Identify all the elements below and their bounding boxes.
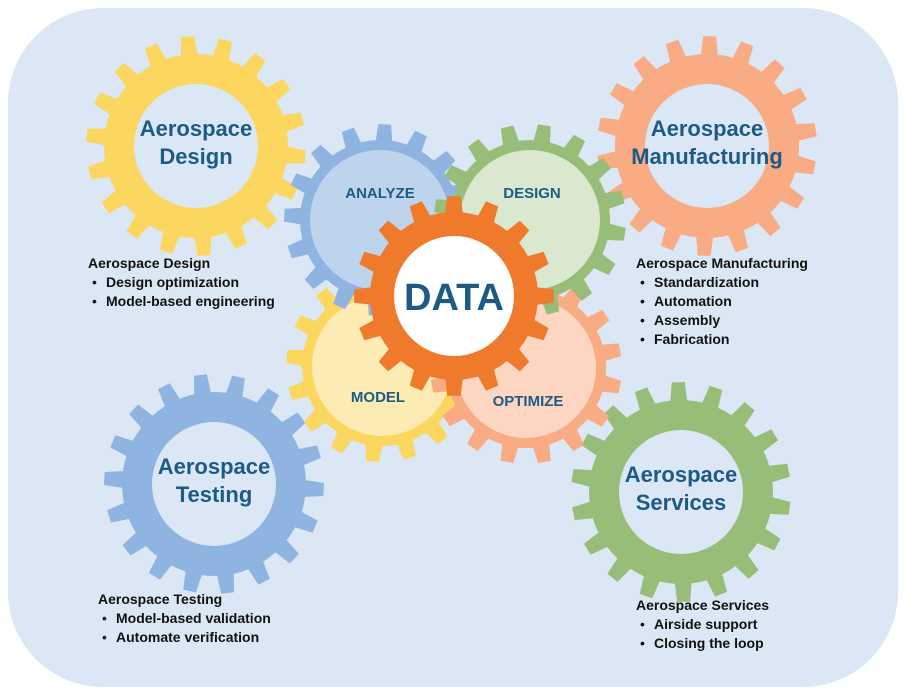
aerospace-manufacturing-note-list: Standardization Automation Assembly Fabr… — [636, 273, 808, 349]
aerospace-testing-title-line1: Aerospace — [158, 454, 271, 479]
aerospace-manufacturing-title-line2: Manufacturing — [631, 144, 783, 169]
aerospace-services-note-list: Airside support Closing the loop — [636, 615, 769, 653]
aerospace-design-note: Aerospace Design Design optimization Mod… — [88, 254, 275, 311]
aerospace-design-gear — [86, 36, 306, 256]
list-item: Model-based validation — [98, 609, 271, 628]
model-label: MODEL — [351, 389, 405, 406]
aerospace-manufacturing-title-line1: Aerospace — [651, 116, 764, 141]
aerospace-testing-note-heading: Aerospace Testing — [98, 591, 223, 607]
aerospace-manufacturing-note: Aerospace Manufacturing Standardization … — [636, 254, 808, 349]
analyze-label: ANALYZE — [345, 185, 414, 202]
aerospace-services-gear — [571, 382, 791, 602]
optimize-label: OPTIMIZE — [493, 393, 564, 410]
aerospace-testing-note: Aerospace Testing Model-based validation… — [98, 590, 271, 647]
aerospace-design-title-line1: Aerospace — [140, 116, 253, 141]
list-item: Model-based engineering — [88, 292, 275, 311]
aerospace-services-note: Aerospace Services Airside support Closi… — [636, 596, 769, 653]
aerospace-testing-note-list: Model-based validation Automate verifica… — [98, 609, 271, 647]
aerospace-design-note-heading: Aerospace Design — [88, 255, 211, 271]
data-core-hub — [394, 236, 514, 356]
list-item: Automate verification — [98, 628, 271, 647]
list-item: Airside support — [636, 615, 769, 634]
list-item: Design optimization — [88, 273, 275, 292]
aerospace-services-note-heading: Aerospace Services — [636, 597, 770, 613]
aerospace-manufacturing-note-heading: Aerospace Manufacturing — [636, 255, 808, 271]
list-item: Standardization — [636, 273, 808, 292]
aerospace-testing-gear — [104, 374, 324, 594]
list-item: Assembly — [636, 311, 808, 330]
aerospace-design-note-list: Design optimization Model-based engineer… — [88, 273, 275, 311]
aerospace-testing-title-line2: Testing — [176, 482, 253, 507]
list-item: Automation — [636, 292, 808, 311]
list-item: Closing the loop — [636, 634, 769, 653]
aerospace-manufacturing-gear — [597, 36, 817, 256]
design-center-label: DESIGN — [503, 185, 561, 202]
data-core-label: DATA — [404, 277, 504, 319]
aerospace-design-title-line2: Design — [159, 144, 232, 169]
list-item: Fabrication — [636, 330, 808, 349]
aerospace-services-title-line2: Services — [636, 490, 727, 515]
aerospace-services-title-line1: Aerospace — [625, 462, 738, 487]
